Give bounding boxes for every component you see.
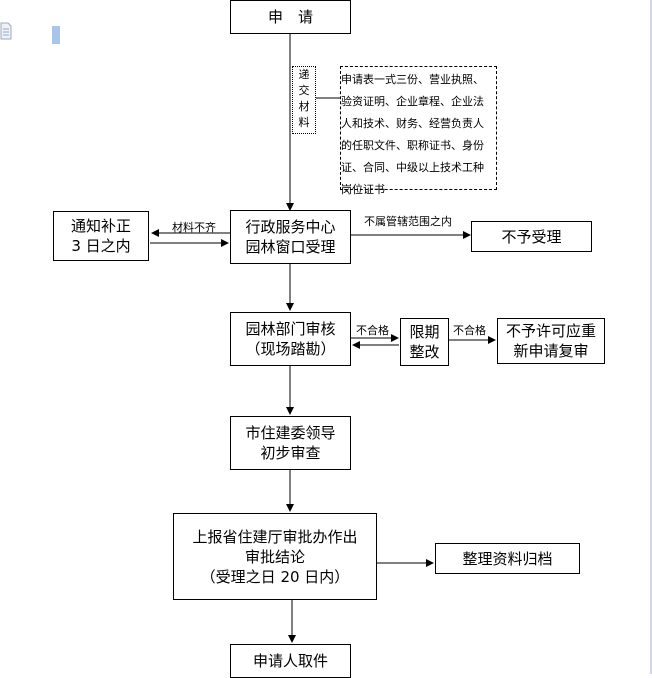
edge-label-out-of-scope: 不属管辖范围之内 xyxy=(364,215,452,228)
edge-label-incomplete: 材料不齐 xyxy=(172,221,216,234)
node-window: 行政服务中心 园林窗口受理 xyxy=(230,210,351,264)
text-cursor-icon xyxy=(52,26,60,44)
document-icon xyxy=(0,22,12,40)
node-not-permit: 不予许可应重 新申请复审 xyxy=(497,318,605,364)
node-pickup: 申请人取件 xyxy=(230,644,351,678)
node-apply: 申 请 xyxy=(230,0,351,34)
node-report: 上报省住建厅审批办作出 审批结论 （受理之日 20 日内） xyxy=(173,513,377,600)
node-leader-review: 市住建委领导 初步审查 xyxy=(230,416,351,470)
node-materials-list: 申请表一式三份、营业执照、 验资证明、企业章程、企业法 人和技术、财务、经营负责… xyxy=(340,66,497,196)
node-rectify: 限期 整改 xyxy=(400,318,449,366)
node-reject: 不予受理 xyxy=(471,221,592,252)
node-notify: 通知补正 3 日之内 xyxy=(53,211,149,261)
page-edge xyxy=(650,0,652,674)
node-submit-materials-label: 递 交 材 料 xyxy=(292,66,316,134)
edge-label-fail-2: 不合格 xyxy=(453,324,486,337)
node-inspect: 园林部门审核 （现场踏勘） xyxy=(230,312,351,366)
edge-label-fail-1: 不合格 xyxy=(356,324,389,337)
node-archive: 整理资料归档 xyxy=(435,543,580,574)
